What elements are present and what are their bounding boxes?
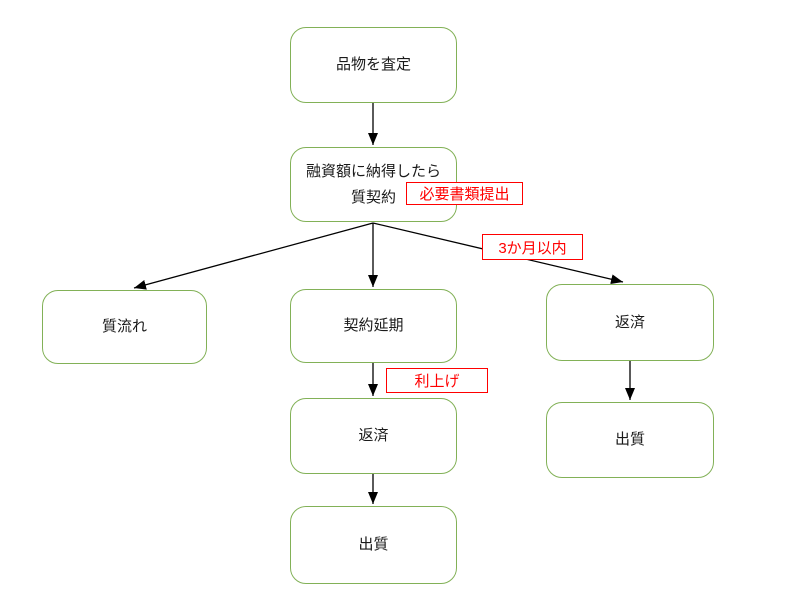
node-label: 品物を査定 [335, 56, 411, 73]
node-repayment-right: 返済 [546, 284, 714, 361]
node-forfeiture: 質流れ [42, 290, 207, 364]
label-interest-raise: 利上げ [386, 368, 488, 393]
node-redeem-middle: 出質 [290, 506, 457, 584]
node-redeem-right: 出質 [546, 402, 714, 478]
node-contract-extension: 契約延期 [290, 289, 457, 363]
label-text: 必要書類提出 [419, 186, 510, 203]
arrow-contract-to-forfeiture [133, 222, 374, 290]
node-label: 返済 [614, 313, 645, 331]
node-label: 質流れ [101, 318, 147, 335]
node-repayment-middle: 返済 [290, 398, 457, 474]
node-label-line2: 質契約 [350, 188, 396, 206]
node-assess-item: 品物を査定 [290, 27, 457, 103]
node-label: 返済 [358, 427, 389, 444]
node-label: 契約延期 [343, 317, 404, 334]
label-text: 3か月以内 [498, 239, 567, 257]
node-label: 出質 [614, 431, 645, 448]
node-label-line1: 融資額に納得したら [305, 162, 441, 180]
label-text: 利上げ [414, 373, 460, 390]
label-required-documents: 必要書類提出 [406, 182, 523, 205]
label-within-3-months: 3か月以内 [482, 234, 583, 260]
node-label: 出質 [358, 536, 389, 553]
